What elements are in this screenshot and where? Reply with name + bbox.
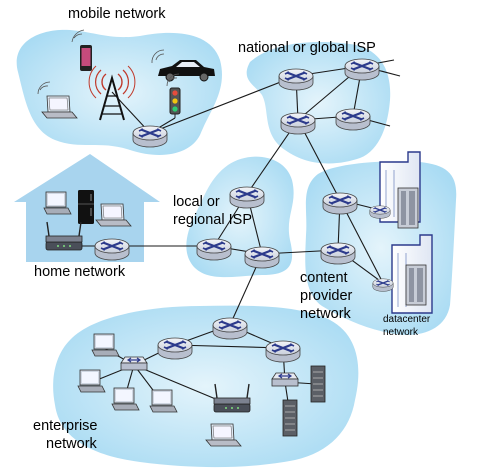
router-icon xyxy=(334,107,372,132)
laptop-icon xyxy=(37,81,78,119)
mobile-network-label: mobile network xyxy=(68,6,166,22)
fridge-icon xyxy=(78,190,94,224)
router-icon xyxy=(228,185,266,210)
router-icon xyxy=(243,245,281,270)
server-rack-icon xyxy=(397,187,419,229)
router-icon xyxy=(93,237,131,262)
server-icon xyxy=(282,399,298,437)
router-icon xyxy=(372,278,394,293)
datacenter-label-line1: datacenter xyxy=(383,314,431,325)
ethernet-switch-icon xyxy=(120,356,148,371)
phone-icon xyxy=(71,29,92,71)
server-icon xyxy=(310,365,326,403)
router-icon xyxy=(156,336,194,361)
datacenter-label-line2: network xyxy=(383,327,419,338)
router-icon xyxy=(264,339,302,364)
content-provider-label-line2: provider xyxy=(300,288,353,304)
car-icon xyxy=(151,49,215,82)
content-provider-label-line1: content xyxy=(300,270,348,286)
router-icon xyxy=(131,124,169,149)
router-icon xyxy=(321,191,359,216)
local-isp-label-line2: regional ISP xyxy=(173,212,252,228)
router-icon xyxy=(211,316,249,341)
content-provider-label-line3: network xyxy=(300,306,351,322)
router-icon xyxy=(319,241,357,266)
router-icon xyxy=(195,237,233,262)
enterprise-label-line1: enterprise xyxy=(33,418,98,434)
server-rack-icon xyxy=(405,264,427,306)
national-isp-label: national or global ISP xyxy=(238,40,376,56)
router-icon xyxy=(277,67,315,92)
router-icon xyxy=(369,205,391,220)
local-isp-label-line1: local or xyxy=(173,194,220,210)
ethernet-switch-icon xyxy=(271,372,299,387)
enterprise-label-line2: network xyxy=(46,436,97,452)
router-icon xyxy=(343,57,381,82)
mobile-network-region xyxy=(16,29,222,155)
router-icon xyxy=(279,111,317,136)
traffic-light-icon xyxy=(166,73,181,118)
cell-tower-icon xyxy=(88,65,136,121)
home-network-label: home network xyxy=(34,264,126,280)
